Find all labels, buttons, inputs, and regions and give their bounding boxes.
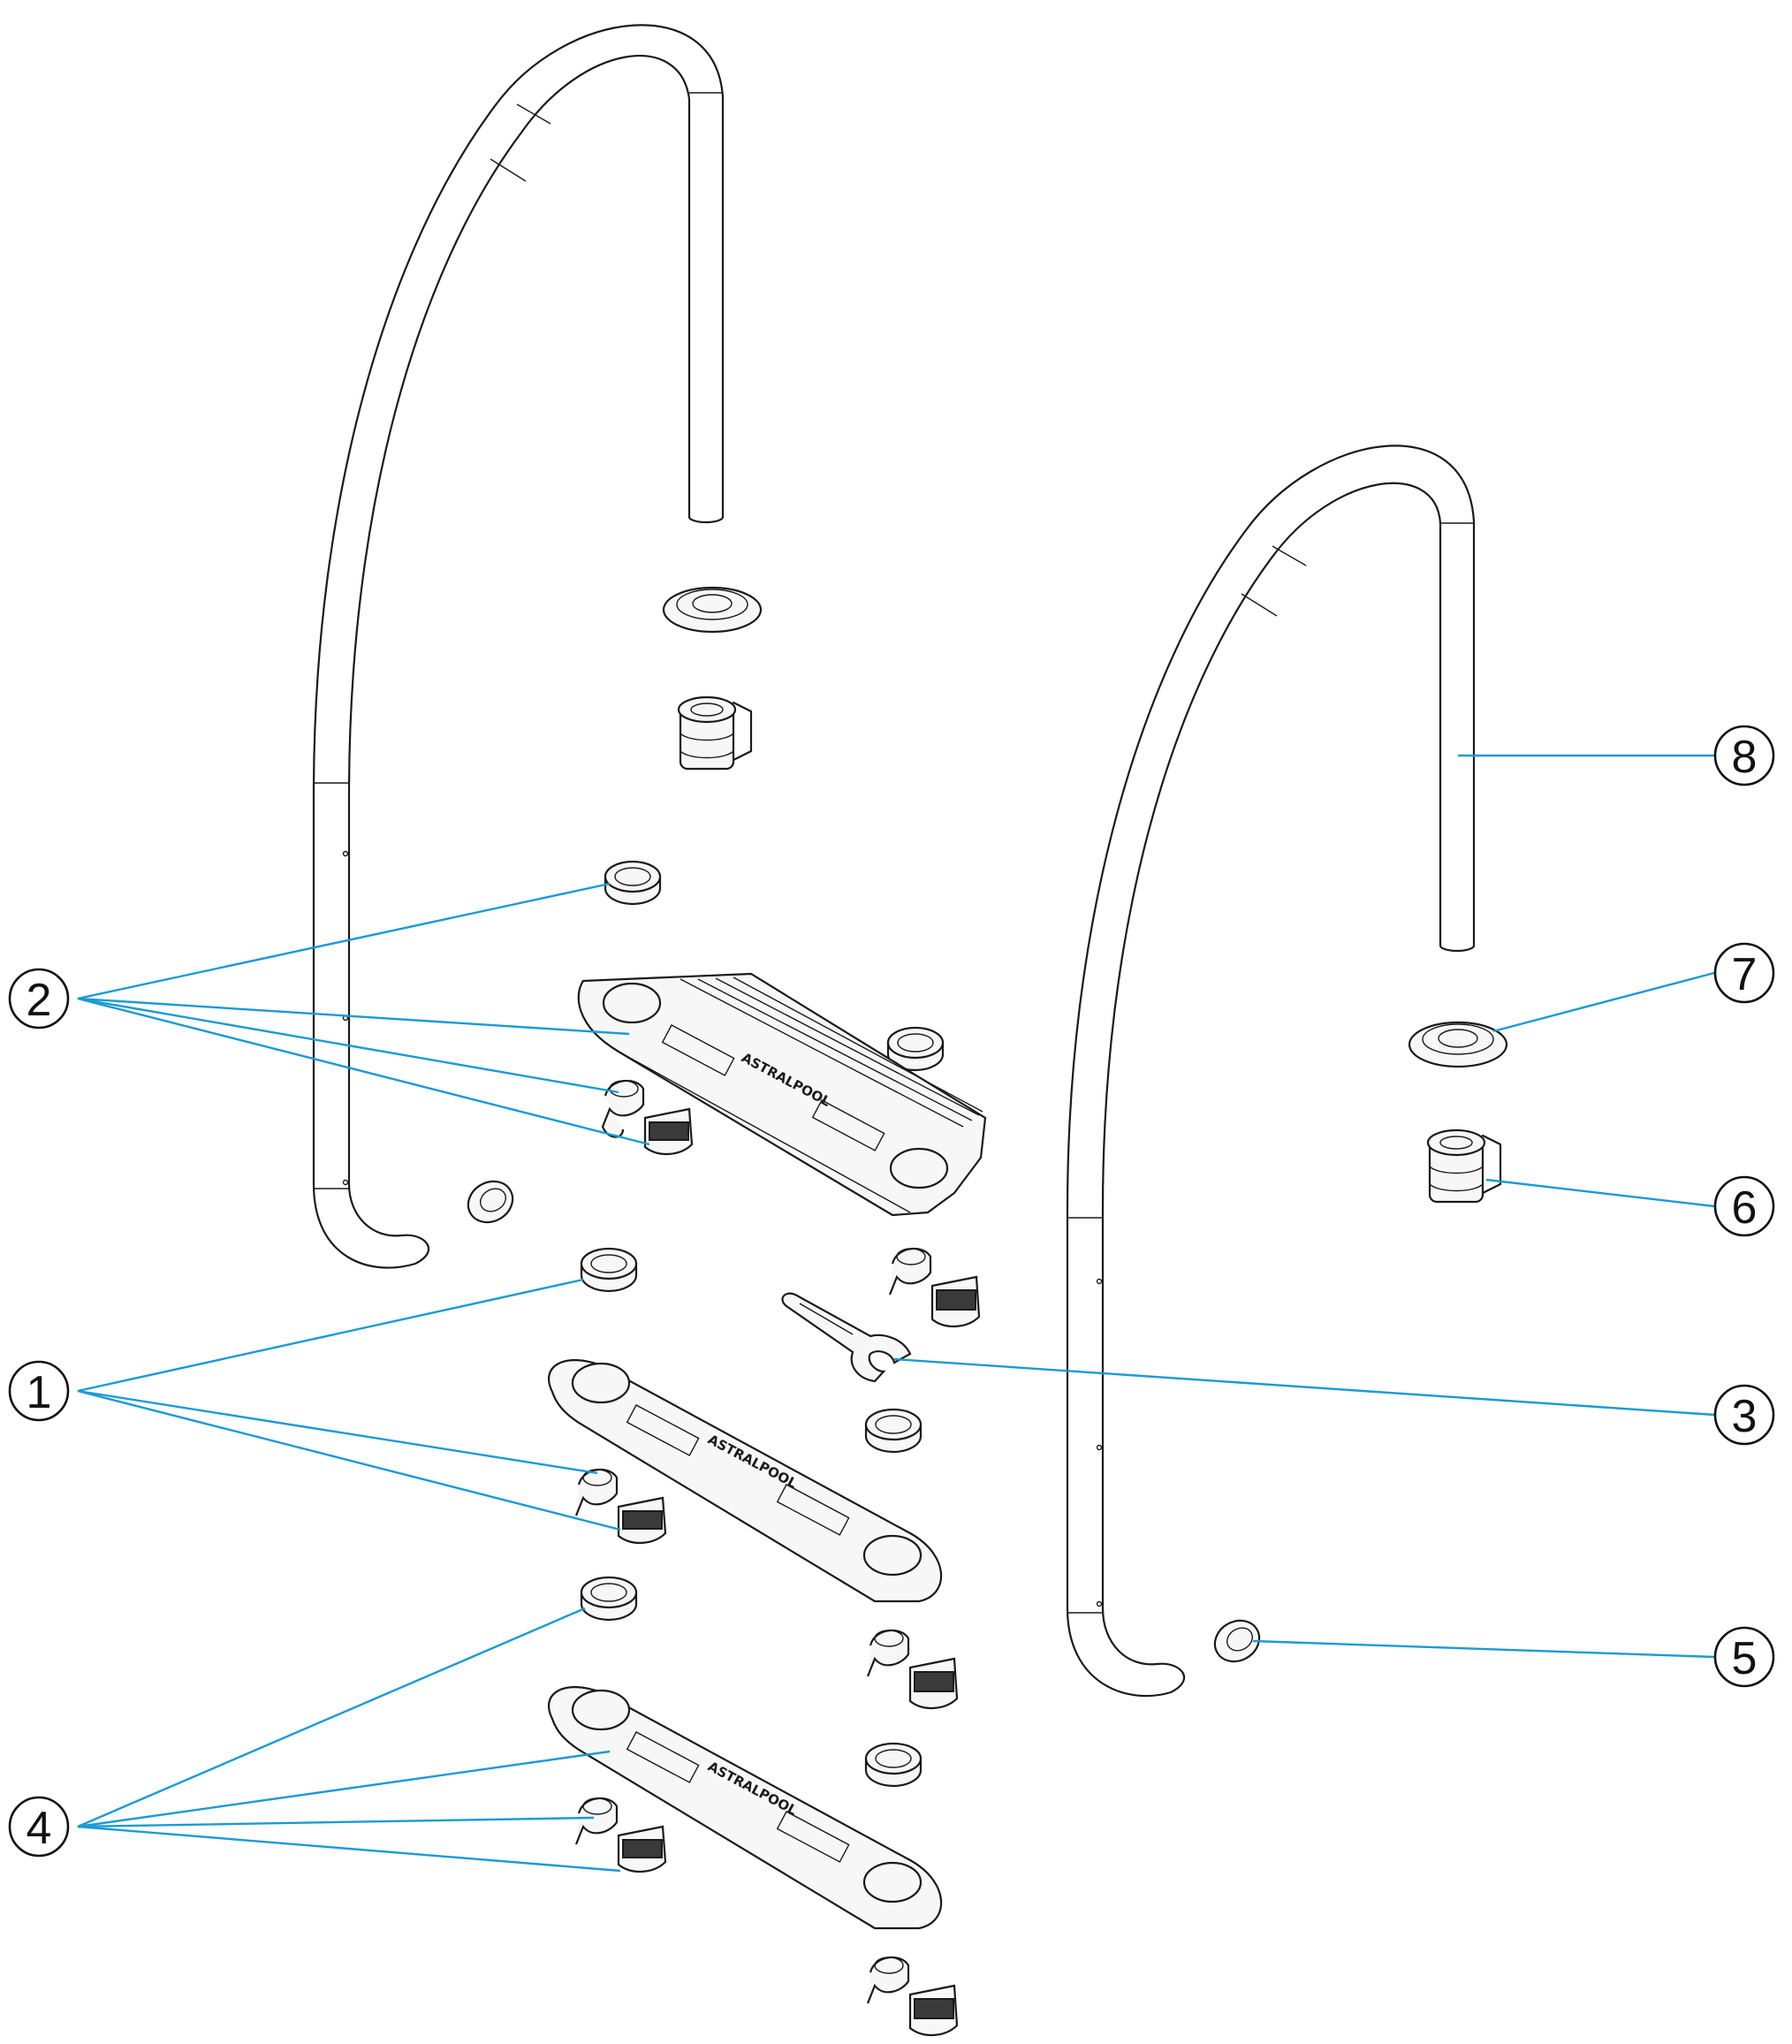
- ring-4a: [580, 1576, 638, 1622]
- clamp-pair-2: [601, 1079, 694, 1155]
- tread-top: ASTRALPOOL: [577, 972, 987, 1217]
- callout-4-label: 4: [27, 1803, 52, 1854]
- end-cap-right: [1213, 1619, 1261, 1663]
- clamp-pair-step-middle: [866, 1629, 959, 1709]
- clamp-pair-step-top: [888, 1247, 981, 1327]
- clamp-pair-step-bottom: [866, 1956, 959, 2036]
- clamp-pair-1: [574, 1468, 667, 1544]
- callout-7: 7: [1713, 942, 1775, 1004]
- anchor-plug-right: [1426, 1128, 1502, 1204]
- nut-rings: [580, 860, 945, 1788]
- callout-2-label: 2: [27, 975, 52, 1026]
- end-cap-left: [467, 1180, 514, 1224]
- callout-1: 1: [8, 1360, 70, 1422]
- callout-5-label: 5: [1732, 1633, 1758, 1684]
- left-handrail: [312, 24, 725, 1269]
- ring-4b: [864, 1742, 923, 1788]
- callout-7-label: 7: [1732, 949, 1758, 1000]
- callout-3: 3: [1713, 1384, 1775, 1446]
- escutcheon-left: [662, 586, 763, 634]
- callout-6: 6: [1713, 1175, 1775, 1237]
- clamps: [574, 1079, 981, 2036]
- anchor-plug-left: [677, 695, 753, 771]
- callout-6-label: 6: [1732, 1182, 1758, 1234]
- callout-2: 2: [8, 968, 70, 1030]
- ring-1b: [864, 1408, 923, 1454]
- escutcheon-right: [1408, 1021, 1508, 1068]
- clamp-pair-4: [574, 1797, 667, 1873]
- callout-3-label: 3: [1732, 1391, 1758, 1442]
- ring-2a: [604, 860, 662, 906]
- callout-8-label: 8: [1732, 732, 1758, 783]
- callout-1-label: 1: [27, 1367, 52, 1418]
- callout-4: 4: [8, 1796, 70, 1858]
- ring-2b: [886, 1026, 945, 1072]
- leader-lines: [77, 754, 1715, 1873]
- tread-middle: ASTRALPOOL: [547, 1359, 943, 1603]
- callout-5: 5: [1713, 1626, 1775, 1688]
- right-handrail: [1066, 445, 1476, 1698]
- spanner-wrench: [781, 1292, 912, 1383]
- ring-1a: [580, 1247, 638, 1293]
- callout-8: 8: [1713, 725, 1775, 786]
